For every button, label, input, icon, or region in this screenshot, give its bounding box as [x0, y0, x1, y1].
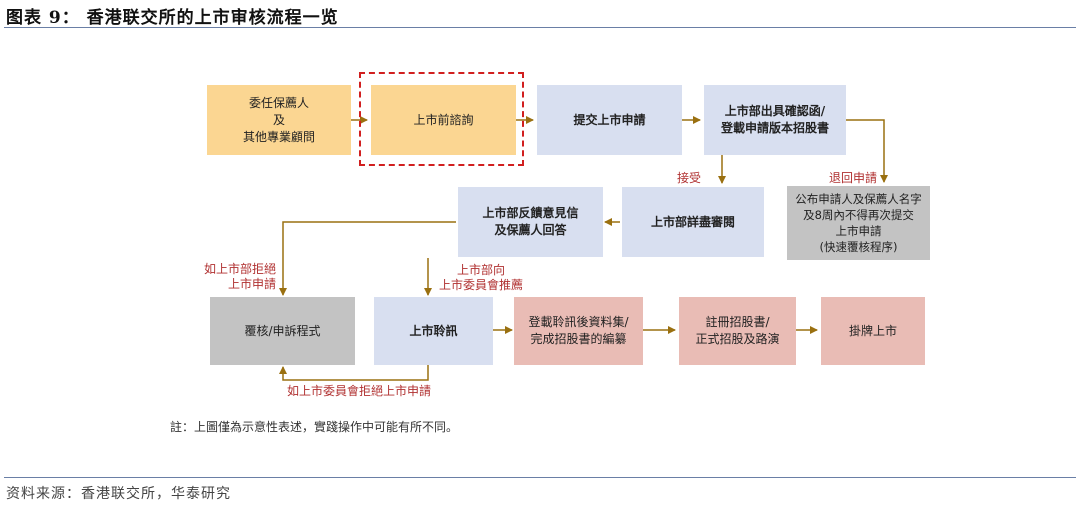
- arrow-letter-to-return: [846, 119, 888, 183]
- title-divider: [4, 27, 1076, 28]
- arrow-hearing-to-appeal: [279, 365, 429, 381]
- pre-consult-highlight: [359, 72, 524, 166]
- box-feedback: 上市部反饋意見信 及保薦人回答: [458, 187, 603, 257]
- arrow-feedback-to-appeal: [279, 221, 456, 296]
- box-issue-letter: 上市部出具確認函/ 登載申請版本招股書: [704, 85, 846, 155]
- label-reject-committee: 如上市委員會拒絕上市申請: [287, 384, 432, 398]
- footnote: 註：上圖僅為示意性表述，實踐操作中可能有所不同。: [170, 420, 459, 434]
- source-divider: [4, 477, 1076, 478]
- label-reject-dept: 如上市部拒絕 上市申請: [203, 262, 276, 291]
- box-listing: 掛牌上市: [821, 297, 925, 365]
- box-register: 註冊招股書/ 正式招股及路演: [679, 297, 796, 365]
- box-return: 公布申請人及保薦人名字 及8周內不得再次提交 上市申請 (快速覆核程序): [787, 186, 930, 260]
- page-title: 图表 9： 香港联交所的上市审核流程一览: [6, 8, 339, 28]
- box-hearing: 上市聆訊: [374, 297, 493, 365]
- label-accept: 接受: [677, 171, 702, 185]
- box-appeal: 覆核/申訴程式: [210, 297, 355, 365]
- source-text: 资料来源：香港联交所，华泰研究: [6, 486, 231, 502]
- box-post-hearing: 登載聆訊後資料集/ 完成招股書的編纂: [514, 297, 643, 365]
- box-sponsor: 委任保薦人 及 其他專業顧問: [207, 85, 351, 155]
- label-recommend: 上市部向 上市委員會推薦: [438, 263, 523, 292]
- box-pre-consult: 上市前諮詢: [371, 85, 516, 155]
- label-reject-return: 退回申請: [829, 171, 878, 185]
- box-submit: 提交上市申請: [537, 85, 682, 155]
- box-detailed-review: 上市部詳盡審閱: [622, 187, 764, 257]
